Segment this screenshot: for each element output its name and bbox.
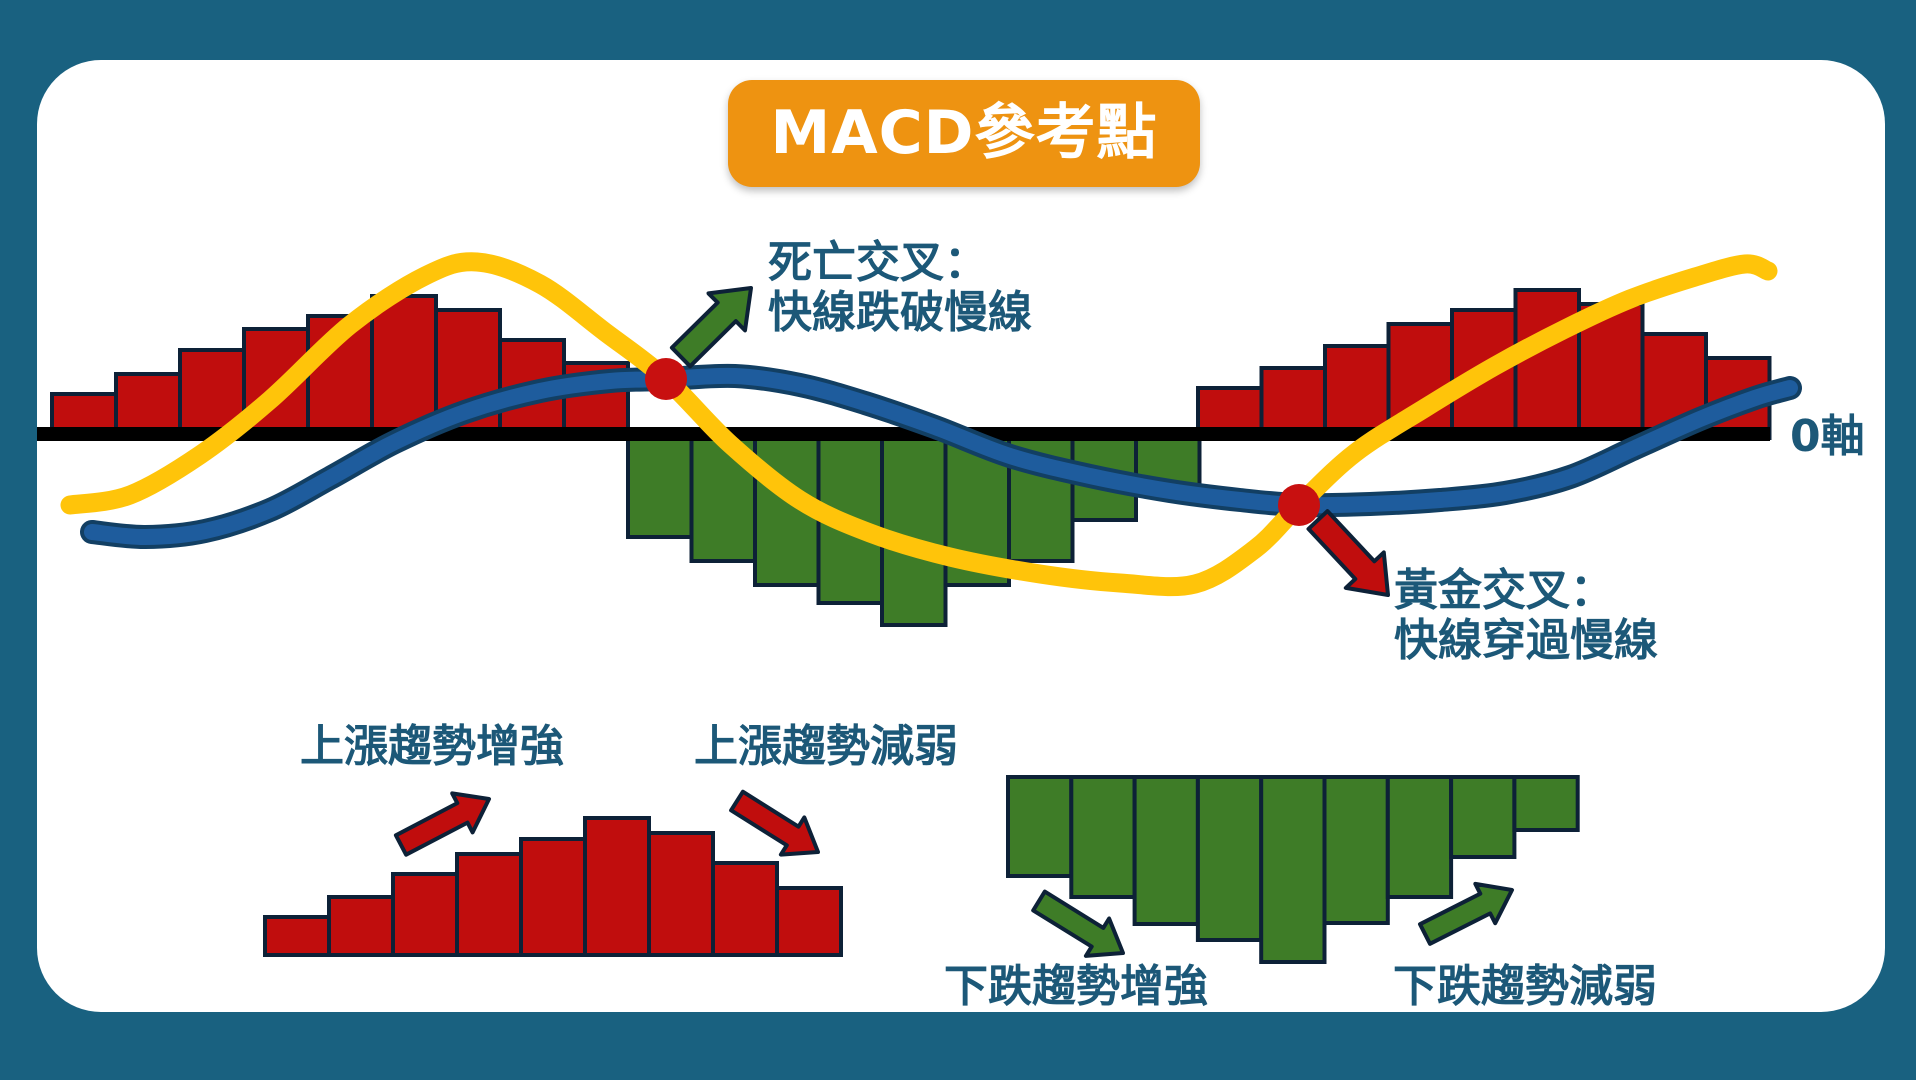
down-strengthen-arrow xyxy=(1031,889,1125,958)
example-down-green-bar xyxy=(1006,775,1074,878)
example-up-red-bar xyxy=(391,872,459,957)
golden-cross-dot xyxy=(1278,484,1320,526)
death-cross-arrow xyxy=(669,286,753,369)
example-down-green-bar xyxy=(1512,775,1580,832)
histogram-right-red-bar xyxy=(1513,288,1581,440)
down-weaken-arrow xyxy=(1418,881,1514,946)
histogram-middle-green-bar xyxy=(880,428,948,627)
example-up-red-bar xyxy=(647,831,715,957)
title-banner: MACD參考點 xyxy=(728,80,1200,187)
example-up-red-bar xyxy=(775,886,843,957)
example-down-green-bar xyxy=(1322,775,1390,925)
histogram-middle-green-bar xyxy=(689,428,757,563)
histogram-middle-green-bar xyxy=(626,428,694,539)
page-title: MACD參考點 xyxy=(770,98,1158,169)
example-up-red-bar xyxy=(583,816,651,957)
zero-axis-label: 0軸 xyxy=(1790,411,1865,462)
example-down-green-bar xyxy=(1069,775,1137,899)
zero-axis-line xyxy=(37,427,1770,441)
up-weaken-label: 上漲趨勢減弱 xyxy=(694,721,958,772)
golden-cross-title: 黃金交叉： xyxy=(1394,565,1614,616)
histogram-right-red-bar xyxy=(1323,344,1391,440)
example-up-red-bar xyxy=(263,915,331,957)
macd-fast-line xyxy=(60,252,1778,597)
down-strengthen-label: 下跌趨勢增強 xyxy=(944,961,1208,1012)
example-up-red-bar xyxy=(327,895,395,957)
death-cross-title: 死亡交叉： xyxy=(768,237,988,288)
death-cross-annotation: 死亡交叉： 快線跌破慢線 xyxy=(768,237,1032,339)
up-strengthen-arrow xyxy=(393,791,491,857)
example-up-red-bar xyxy=(519,837,587,957)
macd-slow-line xyxy=(84,367,1798,546)
down-weaken-label: 下跌趨勢減弱 xyxy=(1393,961,1657,1012)
up-strengthen-label: 上漲趨勢增強 xyxy=(300,721,564,772)
example-up-red-bar xyxy=(455,852,523,957)
golden-cross-annotation: 黃金交叉： 快線穿過慢線 xyxy=(1394,565,1658,667)
example-down-green-bar xyxy=(1259,775,1327,964)
death-cross-dot xyxy=(645,358,687,400)
golden-cross-arrow xyxy=(1306,509,1390,597)
golden-cross-desc: 快線穿過慢線 xyxy=(1394,615,1658,667)
example-down-green-bar xyxy=(1132,775,1200,926)
up-weaken-arrow xyxy=(729,789,820,857)
example-down-green-bar xyxy=(1385,775,1454,899)
death-cross-desc: 快線跌破慢線 xyxy=(768,287,1032,339)
example-up-red-bar xyxy=(711,861,779,957)
example-down-green-bar xyxy=(1449,775,1517,859)
histogram-middle-green-bar xyxy=(753,428,821,587)
example-down-green-bar xyxy=(1195,775,1264,942)
